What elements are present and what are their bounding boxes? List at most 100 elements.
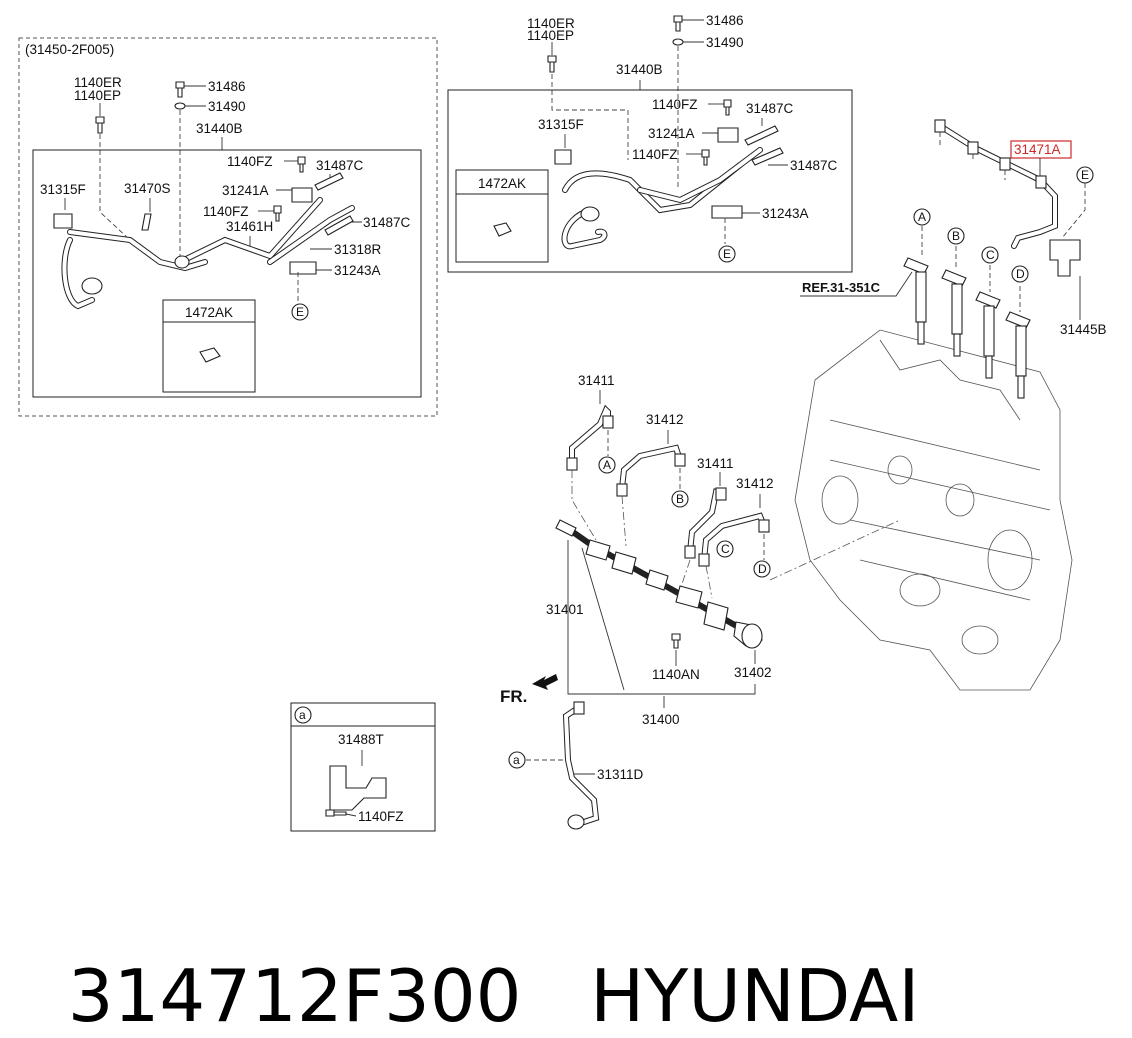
injector-refs: A B C D bbox=[913, 208, 1029, 283]
label-31411: 31411 bbox=[578, 373, 615, 388]
label-31402: 31402 bbox=[734, 665, 772, 680]
label-31490: 31490 bbox=[208, 99, 246, 114]
label-1472ak: 1472AK bbox=[185, 305, 233, 320]
bracket-icon bbox=[717, 127, 739, 143]
label-31445b: 31445B bbox=[1060, 322, 1107, 337]
box-1472ak-m bbox=[455, 169, 549, 263]
dashed-leader bbox=[99, 134, 131, 241]
hose-clamp-icon bbox=[324, 215, 354, 236]
label-31412-2: 31412 bbox=[736, 476, 774, 491]
label-31243a: 31243A bbox=[334, 263, 381, 278]
label-1140ep-m: 1140EP bbox=[527, 28, 574, 43]
label-31486: 31486 bbox=[208, 79, 246, 94]
svg-text:E: E bbox=[723, 247, 731, 261]
injector-D bbox=[1005, 311, 1031, 399]
label-assembly-code: (31450-2F005) bbox=[25, 42, 114, 57]
pipe-31311d: a 31311D bbox=[508, 701, 644, 830]
engine-outline bbox=[794, 329, 1073, 691]
label-1140fz-m2: 1140FZ bbox=[632, 147, 678, 162]
middle-assembly-frame bbox=[447, 89, 853, 273]
connector-icon bbox=[53, 213, 73, 229]
label-1140fz-m: 1140FZ bbox=[652, 97, 698, 112]
left-assembly-dashed-frame bbox=[18, 37, 438, 417]
label-31440b: 31440B bbox=[196, 121, 243, 136]
hose-assembly-frame bbox=[32, 149, 422, 398]
bracket-31488t-icon bbox=[329, 765, 387, 811]
svg-text:E: E bbox=[1081, 168, 1089, 182]
front-arrow-icon bbox=[532, 674, 558, 690]
bracket-icon bbox=[711, 205, 743, 219]
bolt-icon bbox=[673, 15, 683, 32]
bolt-icon bbox=[671, 633, 681, 649]
bolt-icon bbox=[325, 809, 347, 817]
label-1140an: 1140AN bbox=[652, 667, 700, 682]
pressure-sensor-icon bbox=[555, 519, 577, 537]
svg-text:B: B bbox=[952, 229, 960, 243]
label-1140fz: 1140FZ bbox=[227, 154, 273, 169]
svg-text:a: a bbox=[299, 708, 306, 722]
svg-text:D: D bbox=[758, 562, 767, 576]
connector-icon bbox=[554, 149, 572, 165]
common-rail-31400: 31401 1140AN 31402 31400 bbox=[546, 519, 772, 727]
box-1472ak bbox=[162, 299, 256, 393]
clip-icon bbox=[199, 347, 221, 363]
part-number: 314712F300 bbox=[67, 954, 522, 1038]
label-31241a-m: 31241A bbox=[648, 126, 695, 141]
label-31241a: 31241A bbox=[222, 183, 269, 198]
bolt-icon bbox=[701, 149, 710, 166]
label-31243a-m: 31243A bbox=[762, 206, 809, 221]
hose-end-icon bbox=[81, 277, 103, 295]
label-1140er: 1140ER bbox=[74, 75, 122, 90]
label-31461h: 31461H bbox=[226, 219, 273, 234]
middle-assembly: 1140ER 1140EP 31486 31490 31440B 1140FZ … bbox=[447, 13, 853, 273]
label-31487c-2: 31487C bbox=[363, 215, 411, 230]
label-31487c-m: 31487C bbox=[746, 101, 794, 116]
high-pressure-pipes: 31411 A 31412 B 31411 C 31412 D bbox=[566, 373, 901, 599]
highlight-box bbox=[1010, 140, 1072, 159]
label-31490-m: 31490 bbox=[706, 35, 744, 50]
front-indicator: FR. bbox=[500, 674, 558, 706]
clip-icon bbox=[493, 222, 512, 237]
label-31486-m: 31486 bbox=[706, 13, 744, 28]
washer-icon bbox=[174, 102, 186, 110]
label-31311d: 31311D bbox=[597, 767, 644, 782]
label-1140ep: 1140EP bbox=[74, 88, 121, 103]
ref-circle-E bbox=[291, 303, 309, 321]
bracket-icon bbox=[289, 261, 317, 275]
parts-diagram: (31450-2F005) 1140ER 1140EP 31486 31490 … bbox=[18, 13, 1107, 832]
label-31487c-m2: 31487C bbox=[790, 158, 838, 173]
label-31412: 31412 bbox=[646, 412, 684, 427]
dashed-leader bbox=[551, 74, 629, 160]
box-31488t bbox=[290, 702, 436, 832]
engine-block bbox=[794, 329, 1073, 691]
injectors bbox=[903, 226, 1031, 399]
injector-C bbox=[975, 291, 1001, 379]
injector-A bbox=[903, 257, 929, 345]
label-ref-31-351c: REF.31-351C bbox=[802, 280, 881, 295]
svg-text:A: A bbox=[603, 458, 611, 472]
bracket-31445b bbox=[1049, 239, 1081, 277]
bolt-icon bbox=[175, 81, 185, 98]
brand-name: HYUNDAI bbox=[590, 954, 920, 1038]
sensor-icon bbox=[141, 213, 152, 231]
label-31471a: 31471A bbox=[1014, 142, 1061, 157]
injector-B bbox=[941, 269, 967, 357]
hose-clamp-icon bbox=[751, 147, 784, 166]
svg-text:C: C bbox=[721, 542, 730, 556]
label-31400: 31400 bbox=[642, 712, 680, 727]
svg-text:a: a bbox=[513, 753, 520, 767]
hose-end-icon bbox=[580, 206, 600, 222]
bolt-icon bbox=[547, 55, 557, 73]
svg-text:A: A bbox=[918, 210, 926, 224]
bolt-icon bbox=[273, 205, 282, 222]
return-line-31471a: 31471A E 31445B bbox=[934, 119, 1107, 337]
label-31470s: 31470S bbox=[124, 181, 171, 196]
label-31440b-m: 31440B bbox=[616, 62, 663, 77]
ref-E-text: E bbox=[296, 305, 304, 319]
bracket-box-a: a 31488T 1140FZ bbox=[290, 702, 436, 832]
label-31401: 31401 bbox=[546, 602, 584, 617]
bolt-icon bbox=[723, 99, 732, 116]
label-1472ak-m: 1472AK bbox=[478, 176, 526, 191]
left-assembly: (31450-2F005) 1140ER 1140EP 31486 31490 … bbox=[18, 37, 438, 417]
label-fr: FR. bbox=[500, 687, 527, 706]
